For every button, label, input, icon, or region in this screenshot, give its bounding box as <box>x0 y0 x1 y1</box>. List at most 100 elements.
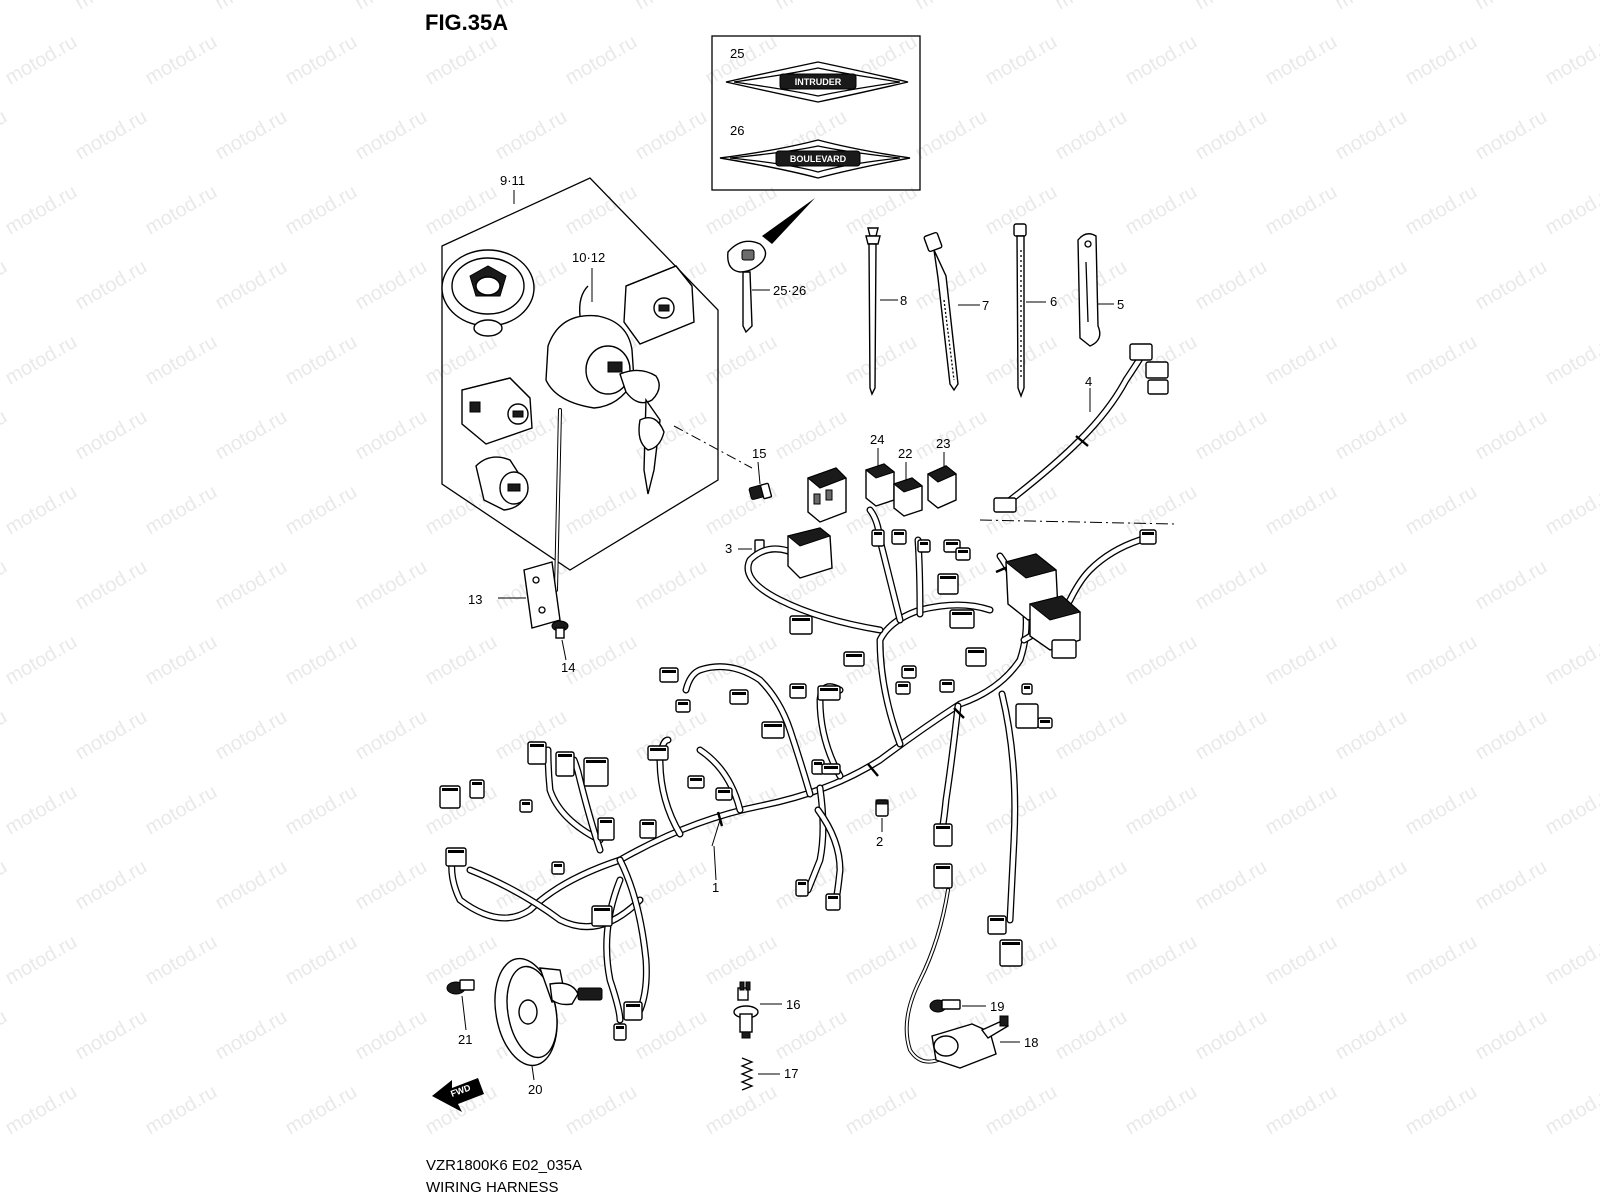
callout-14: 14 <box>561 660 575 675</box>
watermark-text: motod.ru <box>702 331 781 390</box>
callout-3: 3 <box>725 541 732 556</box>
watermark-text: motod.ru <box>212 556 291 615</box>
watermark-text: motod.ru <box>0 856 11 915</box>
connector-latch <box>958 550 968 553</box>
watermark-text: motod.ru <box>1402 331 1481 390</box>
screw-19-icon <box>929 999 961 1013</box>
watermark-text: motod.ru <box>632 0 711 14</box>
watermark-text: motod.ru <box>912 406 991 465</box>
watermark-text: motod.ru <box>1052 706 1131 765</box>
watermark-text: motod.ru <box>1542 1081 1600 1140</box>
watermark-text: motod.ru <box>1262 31 1341 90</box>
watermark-text: motod.ru <box>1332 256 1411 315</box>
connector-latch <box>586 760 606 763</box>
connector-latch <box>792 686 804 689</box>
watermark-text: motod.ru <box>282 31 361 90</box>
watermark-text: motod.ru <box>2 781 81 840</box>
inset-pointer-icon <box>762 198 815 244</box>
watermark-text: motod.ru <box>282 181 361 240</box>
harness-connector <box>439 785 461 809</box>
spring-17-icon <box>740 1057 754 1091</box>
watermark-text: motod.ru <box>562 31 641 90</box>
watermark-text: motod.ru <box>212 256 291 315</box>
callout-16: 16 <box>786 997 800 1012</box>
harness-connector <box>555 751 575 777</box>
watermark-text: motod.ru <box>72 1006 151 1065</box>
harness-connector <box>933 823 953 847</box>
watermark-text: motod.ru <box>492 106 571 165</box>
connector-latch <box>894 532 904 535</box>
watermark-text: motod.ru <box>1402 631 1481 690</box>
connector-latch <box>904 668 914 671</box>
watermark-text: motod.ru <box>772 406 851 465</box>
watermark-text: motod.ru <box>212 0 291 14</box>
watermark-text: motod.ru <box>632 556 711 615</box>
connector-latch <box>824 766 838 769</box>
watermark-text: motod.ru <box>1122 1081 1201 1140</box>
watermark-text: motod.ru <box>562 481 641 540</box>
seat-lock-icon <box>461 377 533 445</box>
watermark-text: motod.ru <box>1332 556 1411 615</box>
harness-connector <box>687 775 705 789</box>
watermark-text: motod.ru <box>1542 481 1600 540</box>
emblem-25-badge: INTRUDER <box>725 61 909 103</box>
watermark-text: motod.ru <box>1122 781 1201 840</box>
callout-25-26: 25·26 <box>773 283 806 298</box>
connector-latch <box>594 908 610 911</box>
callout-8: 8 <box>900 293 907 308</box>
watermark-text: motod.ru <box>1192 706 1271 765</box>
harness-connector <box>895 681 911 695</box>
callout-20: 20 <box>528 1082 542 1097</box>
connector-2-icon <box>875 799 889 817</box>
watermark-text: motod.ru <box>0 556 11 615</box>
watermark-text: motod.ru <box>142 931 221 990</box>
watermark-text: motod.ru <box>1192 256 1271 315</box>
watermark-text: motod.ru <box>1262 481 1341 540</box>
emblem-26-badge: BOULEVARD <box>719 139 911 179</box>
connector-latch <box>558 754 572 757</box>
connector-latch <box>1024 686 1030 689</box>
watermark-text: motod.ru <box>142 181 221 240</box>
connector-latch <box>642 822 654 825</box>
watermark-text: motod.ru <box>1472 556 1551 615</box>
watermark-text: motod.ru <box>422 181 501 240</box>
watermark-text: motod.ru <box>1052 0 1131 14</box>
watermark-text: motod.ru <box>0 1006 11 1065</box>
connector-latch <box>1002 942 1020 945</box>
watermark-text: motod.ru <box>1122 31 1201 90</box>
watermark-text: motod.ru <box>0 256 11 315</box>
watermark-text: motod.ru <box>352 0 431 14</box>
model-code: VZR1800K6 E02_035A <box>426 1157 582 1174</box>
emblem-inset: 25 INTRUDER 26 BOULEVARD <box>711 35 921 191</box>
watermark-text: motod.ru <box>1192 406 1271 465</box>
watermark-text: motod.ru <box>982 1081 1061 1140</box>
callout-13: 13 <box>468 592 482 607</box>
callout-6: 6 <box>1050 294 1057 309</box>
sensor-18-icon <box>931 1015 1009 1069</box>
connector-latch <box>718 790 730 793</box>
connector-latch <box>554 864 562 867</box>
watermark-text: motod.ru <box>1472 256 1551 315</box>
watermark-text: motod.ru <box>1332 0 1411 14</box>
relay-23-icon <box>927 465 957 509</box>
connector-latch <box>522 802 530 805</box>
connector-latch <box>846 654 862 657</box>
watermark-text: motod.ru <box>702 1081 781 1140</box>
bracket-13-icon <box>523 561 561 629</box>
connector-latch <box>820 688 838 691</box>
watermark-text: motod.ru <box>1262 931 1341 990</box>
watermark-text: motod.ru <box>1542 781 1600 840</box>
callout-10-12: 10·12 <box>572 250 605 265</box>
callout-25: 25 <box>730 46 744 61</box>
watermark-text: motod.ru <box>1472 0 1551 14</box>
watermark-text: motod.ru <box>842 1081 921 1140</box>
connector-latch <box>732 692 746 695</box>
harness-connector <box>933 863 953 889</box>
watermark-text: motod.ru <box>1052 1006 1131 1065</box>
watermark-text: motod.ru <box>1472 856 1551 915</box>
watermark-text: motod.ru <box>0 406 11 465</box>
watermark-text: motod.ru <box>422 781 501 840</box>
watermark-text: motod.ru <box>72 256 151 315</box>
watermark-text: motod.ru <box>1542 181 1600 240</box>
harness-connector <box>519 799 533 813</box>
